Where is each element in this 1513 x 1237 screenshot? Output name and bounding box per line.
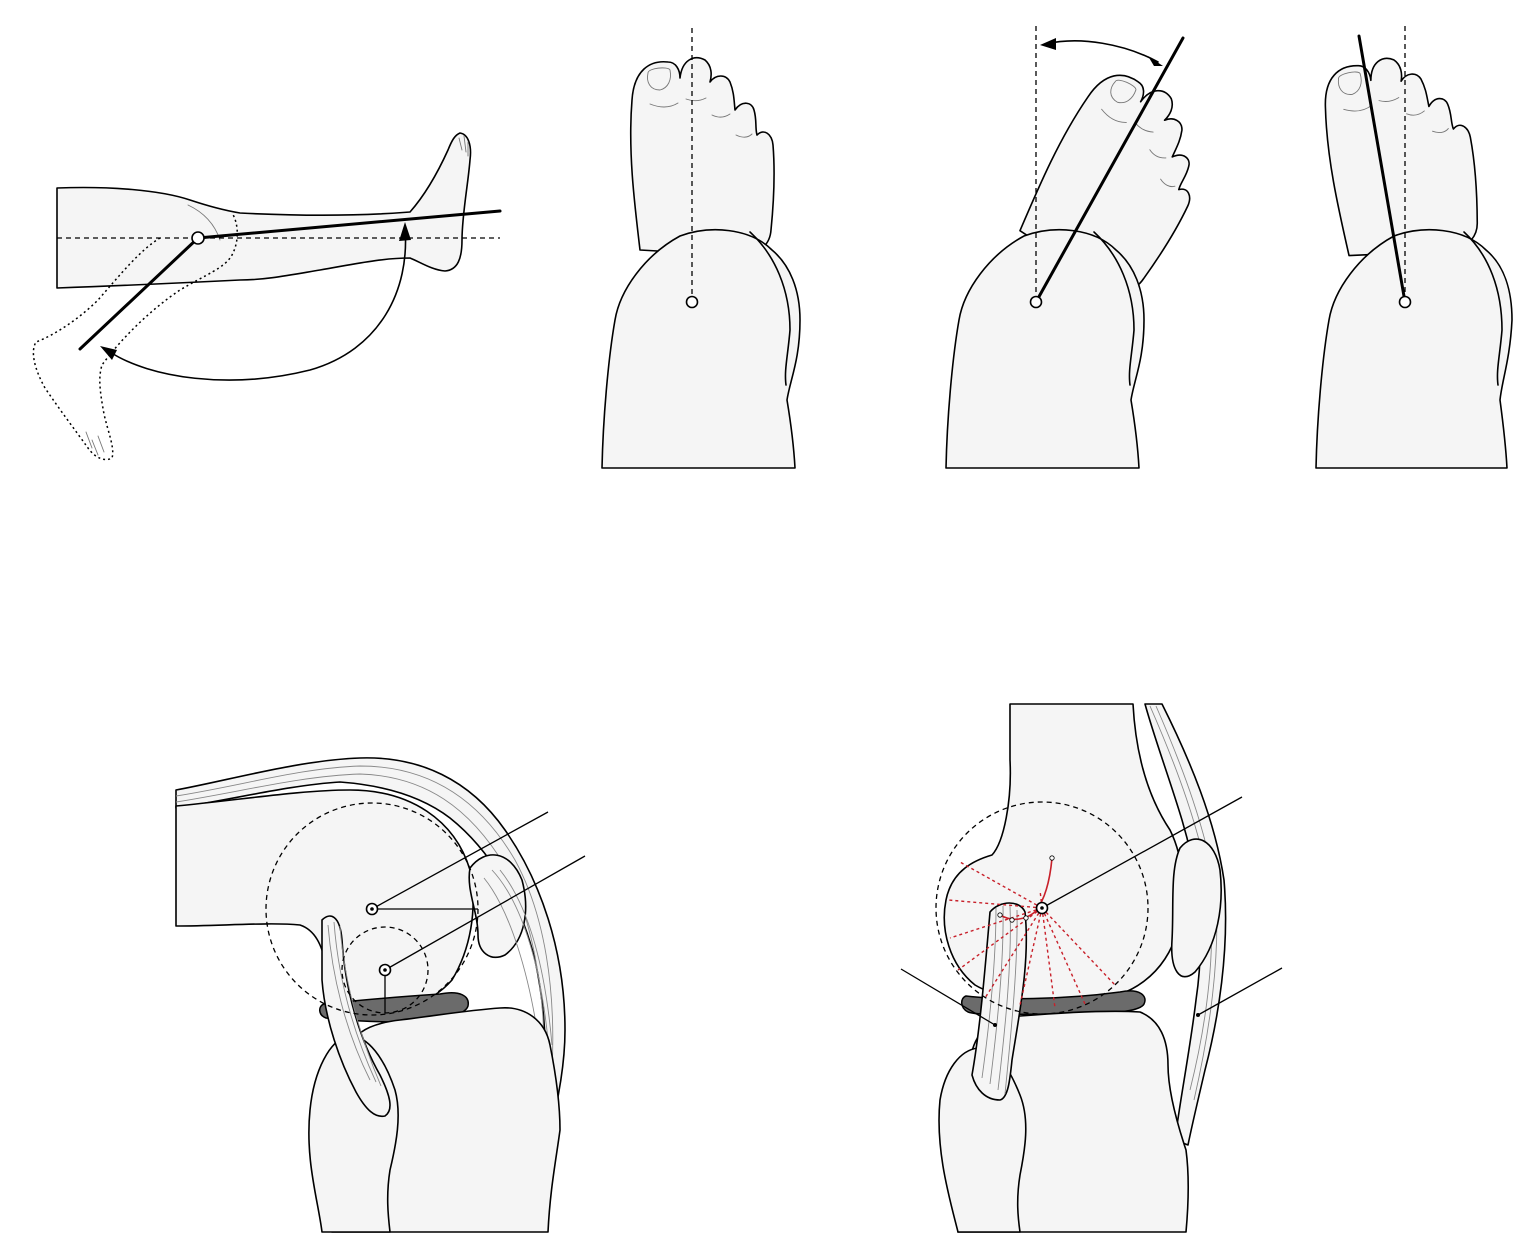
rotation-pivot [1398, 295, 1412, 309]
femur [175, 789, 474, 1011]
extended-leg [56, 132, 472, 289]
instant-center-rays [947, 861, 1116, 1009]
rotation-arc [1045, 40, 1159, 63]
toe-lines [458, 135, 469, 157]
flexion-arc [109, 227, 407, 381]
rotated-thigh [945, 228, 1145, 469]
foot-external-rotation-panel [945, 26, 1191, 469]
rotated-axis [1357, 34, 1407, 304]
knee-cap-line [749, 231, 791, 386]
rotated-thigh [1315, 228, 1513, 469]
femur [943, 703, 1184, 1002]
rotation-pivot [1029, 295, 1043, 309]
rotated-foot [1324, 57, 1479, 257]
leader-line-upper [371, 811, 549, 910]
flexed-toes [85, 431, 105, 456]
toe-nail [647, 67, 671, 91]
leader-line-center [1041, 796, 1243, 909]
arc-arrowhead-left [1040, 38, 1056, 50]
extended-axis [196, 209, 502, 240]
knee-pivot [191, 231, 205, 245]
leader-line-lower [384, 855, 586, 971]
neutral-thigh [601, 228, 801, 469]
leader-line-right [1197, 967, 1283, 1016]
neutral-pivot [685, 295, 699, 309]
toe-creases [649, 97, 753, 138]
arc-arrowhead-bottom [100, 346, 117, 360]
rotation-circle [935, 801, 1149, 1015]
rotated-axis [1034, 36, 1185, 304]
knee-lateral-section-panel [175, 757, 586, 1233]
knee-cap-line [1463, 231, 1503, 386]
foot-neutral-panel [601, 28, 801, 469]
ligament-fibers [327, 921, 382, 1087]
toe-nail [1337, 71, 1362, 95]
toe-nail [1110, 79, 1137, 104]
ligament-fibers [981, 905, 1018, 1095]
knee-medial-section-panel [900, 703, 1283, 1233]
flexed-leg-outline [32, 212, 238, 461]
toe-creases [1343, 97, 1449, 133]
arc-arrowhead-top [399, 222, 411, 241]
patella [1170, 838, 1222, 978]
knee-cap-line [1093, 231, 1135, 386]
arc-arrowhead-right [1148, 56, 1163, 66]
toe-creases [1101, 108, 1176, 188]
flexed-axis [78, 236, 200, 351]
leg-flexion-extension-panel [32, 132, 502, 461]
tendon-fibers [175, 765, 554, 1071]
foot-internal-rotation-panel [1315, 26, 1513, 469]
leader-line-left [900, 968, 996, 1026]
